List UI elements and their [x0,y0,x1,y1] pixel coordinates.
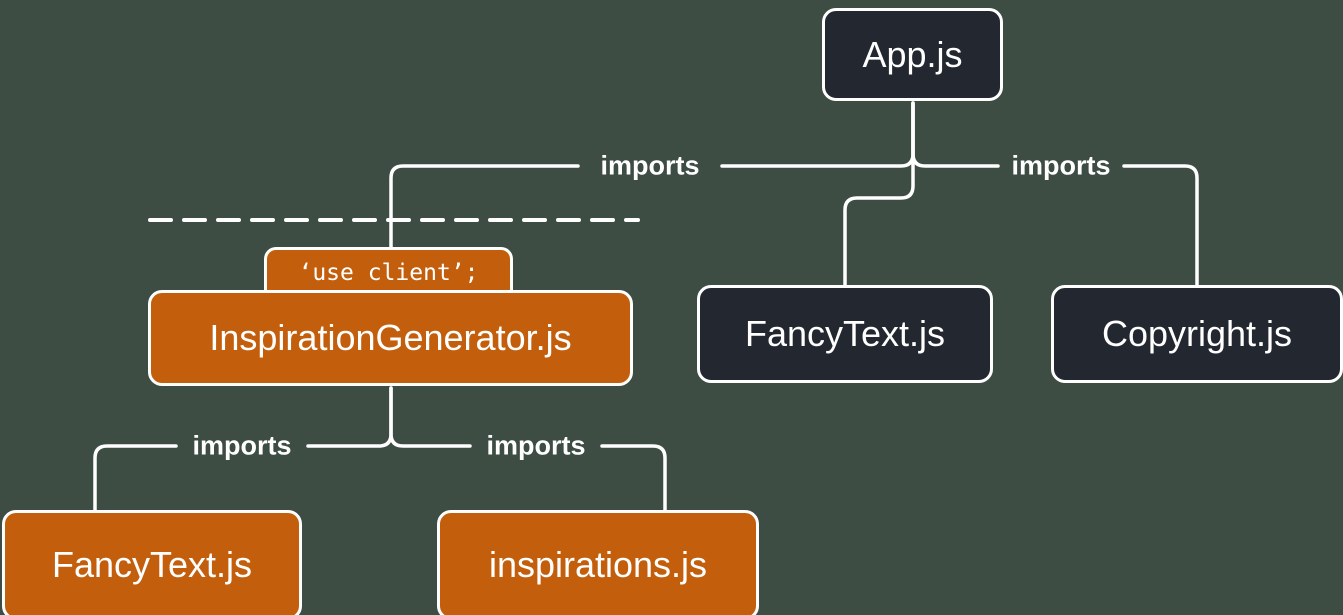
node-inspirationgenerator-js-label: InspirationGenerator.js [209,317,572,358]
edge-label-app-copyright: imports [1001,148,1121,184]
node-copyright-js: Copyright.js [1051,285,1343,383]
edge-app-to-copyright-right-segment [1122,164,1199,289]
edge-app-to-copyright-left-segment [911,101,1000,168]
use-client-directive-label: ‘use client’; [298,259,479,286]
edge-inspirationgenerator-to-fancytext-right-segment [306,386,393,448]
use-client-directive-tab: ‘use client’; [264,247,513,295]
node-inspirations-js-label: inspirations.js [488,544,708,585]
node-fancytext-js-client: FancyText.js [2,510,302,615]
node-fancytext-js-client-label: FancyText.js [51,544,253,585]
edge-app-to-inspirationgenerator-right-segment [720,101,915,168]
edge-inspirationgenerator-to-inspirations-left-segment [389,386,472,448]
node-app-js: App.js [822,8,1003,101]
node-fancytext-js-server-label: FancyText.js [744,313,946,354]
edge-label-app-inspirationgenerator: imports [590,148,710,184]
edge-label-inspirationgenerator-fancytext: imports [182,428,302,464]
edge-inspirationgenerator-to-inspirations-right-segment [600,444,667,514]
node-app-js-label: App.js [862,33,963,75]
node-fancytext-js-server: FancyText.js [697,285,993,383]
edge-app-to-fancytext-line [843,101,915,289]
edge-label-inspirationgenerator-inspirations: imports [476,428,596,464]
node-inspirations-js: inspirations.js [437,510,759,615]
edge-inspirationgenerator-to-fancytext-left-segment [93,444,178,514]
edge-app-to-inspirationgenerator-left-segment [389,164,580,254]
node-inspirationgenerator-js: InspirationGenerator.js [148,290,633,386]
node-copyright-js-label: Copyright.js [1101,313,1293,354]
